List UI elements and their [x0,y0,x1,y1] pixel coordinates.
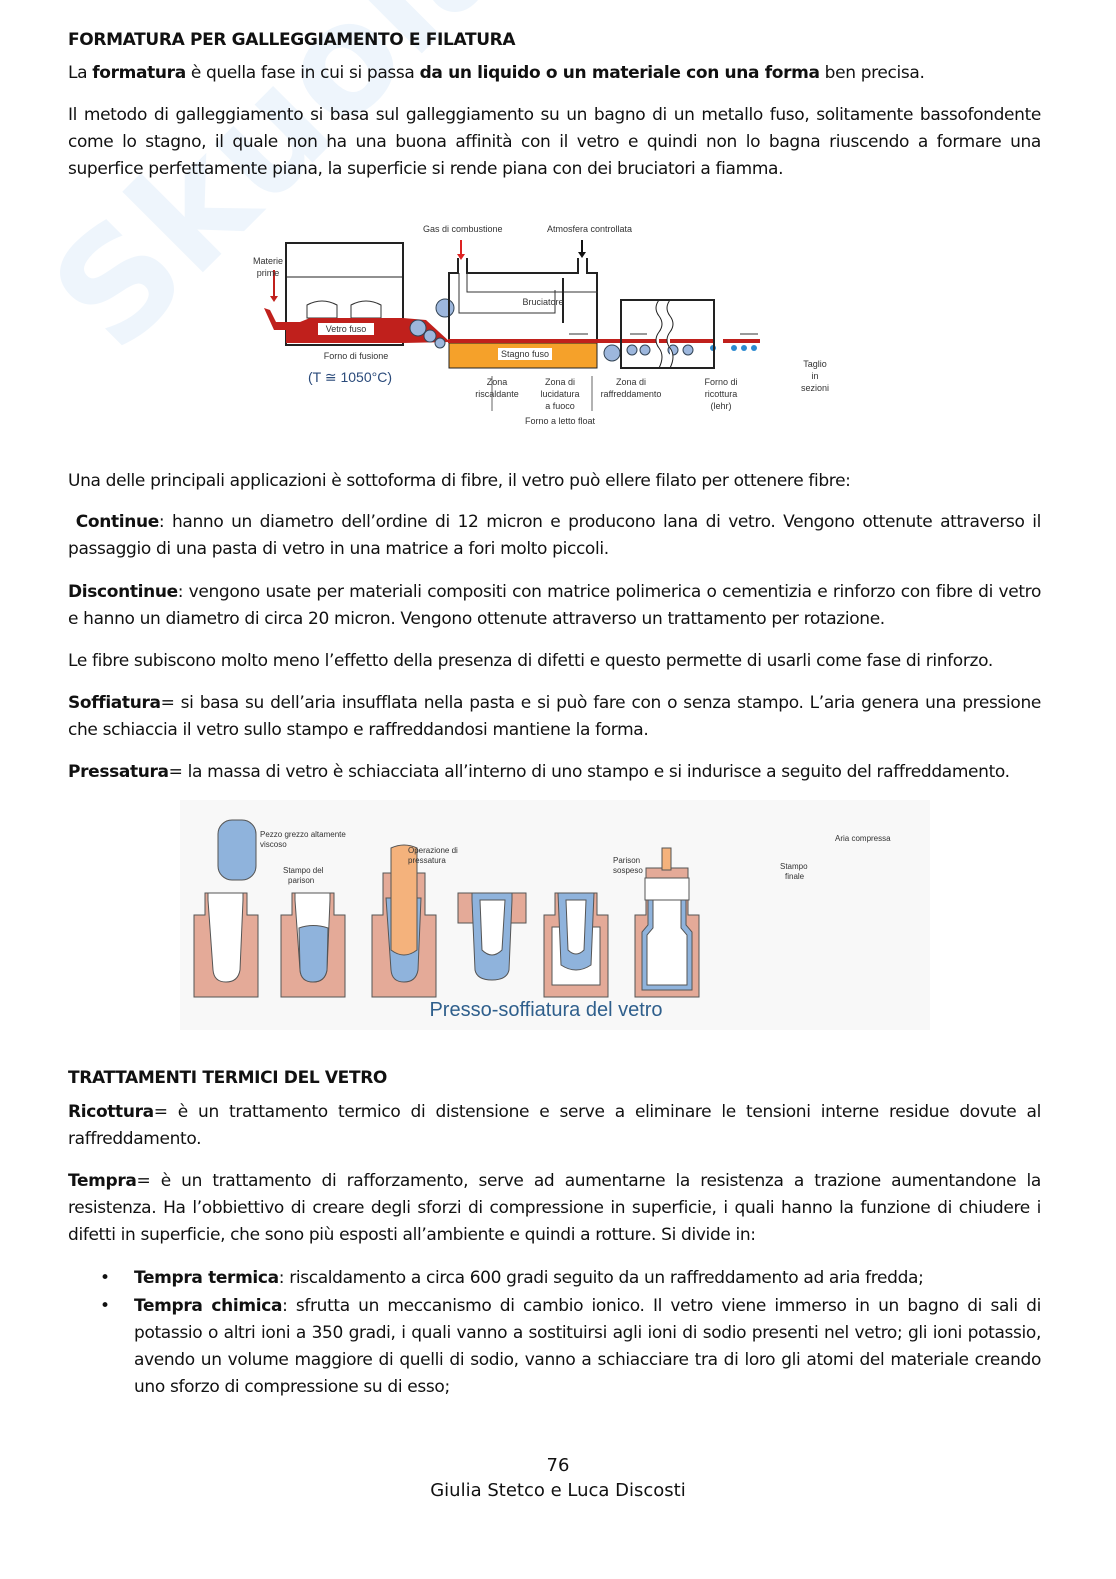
svg-text:finale: finale [785,872,805,881]
svg-text:viscoso: viscoso [260,840,287,849]
svg-text:riscaldante: riscaldante [475,389,519,399]
svg-text:prime: prime [257,268,280,278]
svg-text:Zona di: Zona di [545,377,575,387]
paragraph-fibre-intro: Una delle principali applicazioni è sott… [68,471,851,491]
svg-text:Vetro fuso: Vetro fuso [326,324,367,334]
svg-text:Forno di fusione: Forno di fusione [324,351,389,361]
svg-text:(lehr): (lehr) [710,401,731,411]
paragraph-defects: Le fibre subiscono molto meno l’effetto … [68,651,993,671]
paragraph-continue: Continue: hanno un diametro dell’ordine … [68,512,1041,559]
svg-text:Taglio: Taglio [803,359,827,369]
svg-text:Stagno fuso: Stagno fuso [501,349,549,359]
svg-text:Stampo: Stampo [780,862,808,871]
svg-text:Stampo del: Stampo del [283,866,324,875]
list-item-tempra-termica: •Tempra termica: riscaldamento a circa 6… [100,1268,924,1288]
svg-text:Zona: Zona [487,377,508,387]
paragraph-pressatura: Pressatura= la massa di vetro è schiacci… [68,762,1010,782]
diagram-caption: Presso-soffiatura del vetro [429,999,662,1021]
svg-text:Forno di: Forno di [704,377,737,387]
svg-text:Atmosfera controllata: Atmosfera controllata [547,224,632,234]
svg-text:Operazione di: Operazione di [408,846,458,855]
svg-text:(T ≅ 1050°C): (T ≅ 1050°C) [308,369,392,385]
page-number: 76 [546,1455,570,1476]
float-glass-diagram: Vetro fuso Bruciatore Stagno fuso Gas di… [240,210,840,434]
svg-text:a fuoco: a fuoco [545,401,575,411]
svg-text:Materie: Materie [253,256,283,266]
svg-text:sospeso: sospeso [613,866,643,875]
svg-text:Pezzo grezzo altamente: Pezzo grezzo altamente [260,830,346,839]
svg-text:Bruciatore: Bruciatore [522,297,563,307]
paragraph-ricottura: Ricottura= è un trattamento termico di d… [68,1102,1041,1149]
svg-text:raffreddamento: raffreddamento [601,389,662,399]
section-heading-formatura: FORMATURA PER GALLEGGIAMENTO E FILATURA [68,30,516,50]
svg-text:in: in [811,371,818,381]
svg-text:lucidatura: lucidatura [540,389,579,399]
svg-text:Zona di: Zona di [616,377,646,387]
paragraph-galleggiamento: Il metodo di galleggiamento si basa sul … [68,105,1041,179]
svg-text:Forno a letto float: Forno a letto float [525,416,596,426]
list-item-tempra-chimica: •Tempra chimica: sfrutta un meccanismo d… [100,1296,1041,1397]
svg-text:Gas di combustione: Gas di combustione [423,224,503,234]
footer-authors: Giulia Stetco e Luca Discosti [430,1480,686,1501]
svg-text:parison: parison [288,876,314,885]
svg-text:Aria compressa: Aria compressa [835,834,891,843]
svg-text:ricottura: ricottura [705,389,738,399]
paragraph-soffiatura: Soffiatura= si basa su dell’aria insuffl… [68,693,1041,740]
press-blow-diagram: Pezzo grezzo altamente viscoso Stampo de… [180,800,930,1034]
section-heading-trattamenti: TRATTAMENTI TERMICI DEL VETRO [68,1068,388,1088]
svg-text:Parison: Parison [613,856,640,865]
paragraph-formatura: La formatura è quella fase in cui si pas… [68,63,925,83]
svg-text:pressatura: pressatura [408,856,446,865]
paragraph-tempra: Tempra= è un trattamento di rafforzament… [68,1171,1041,1245]
svg-text:sezioni: sezioni [801,383,829,393]
paragraph-discontinue: Discontinue: vengono usate per materiali… [68,582,1041,629]
